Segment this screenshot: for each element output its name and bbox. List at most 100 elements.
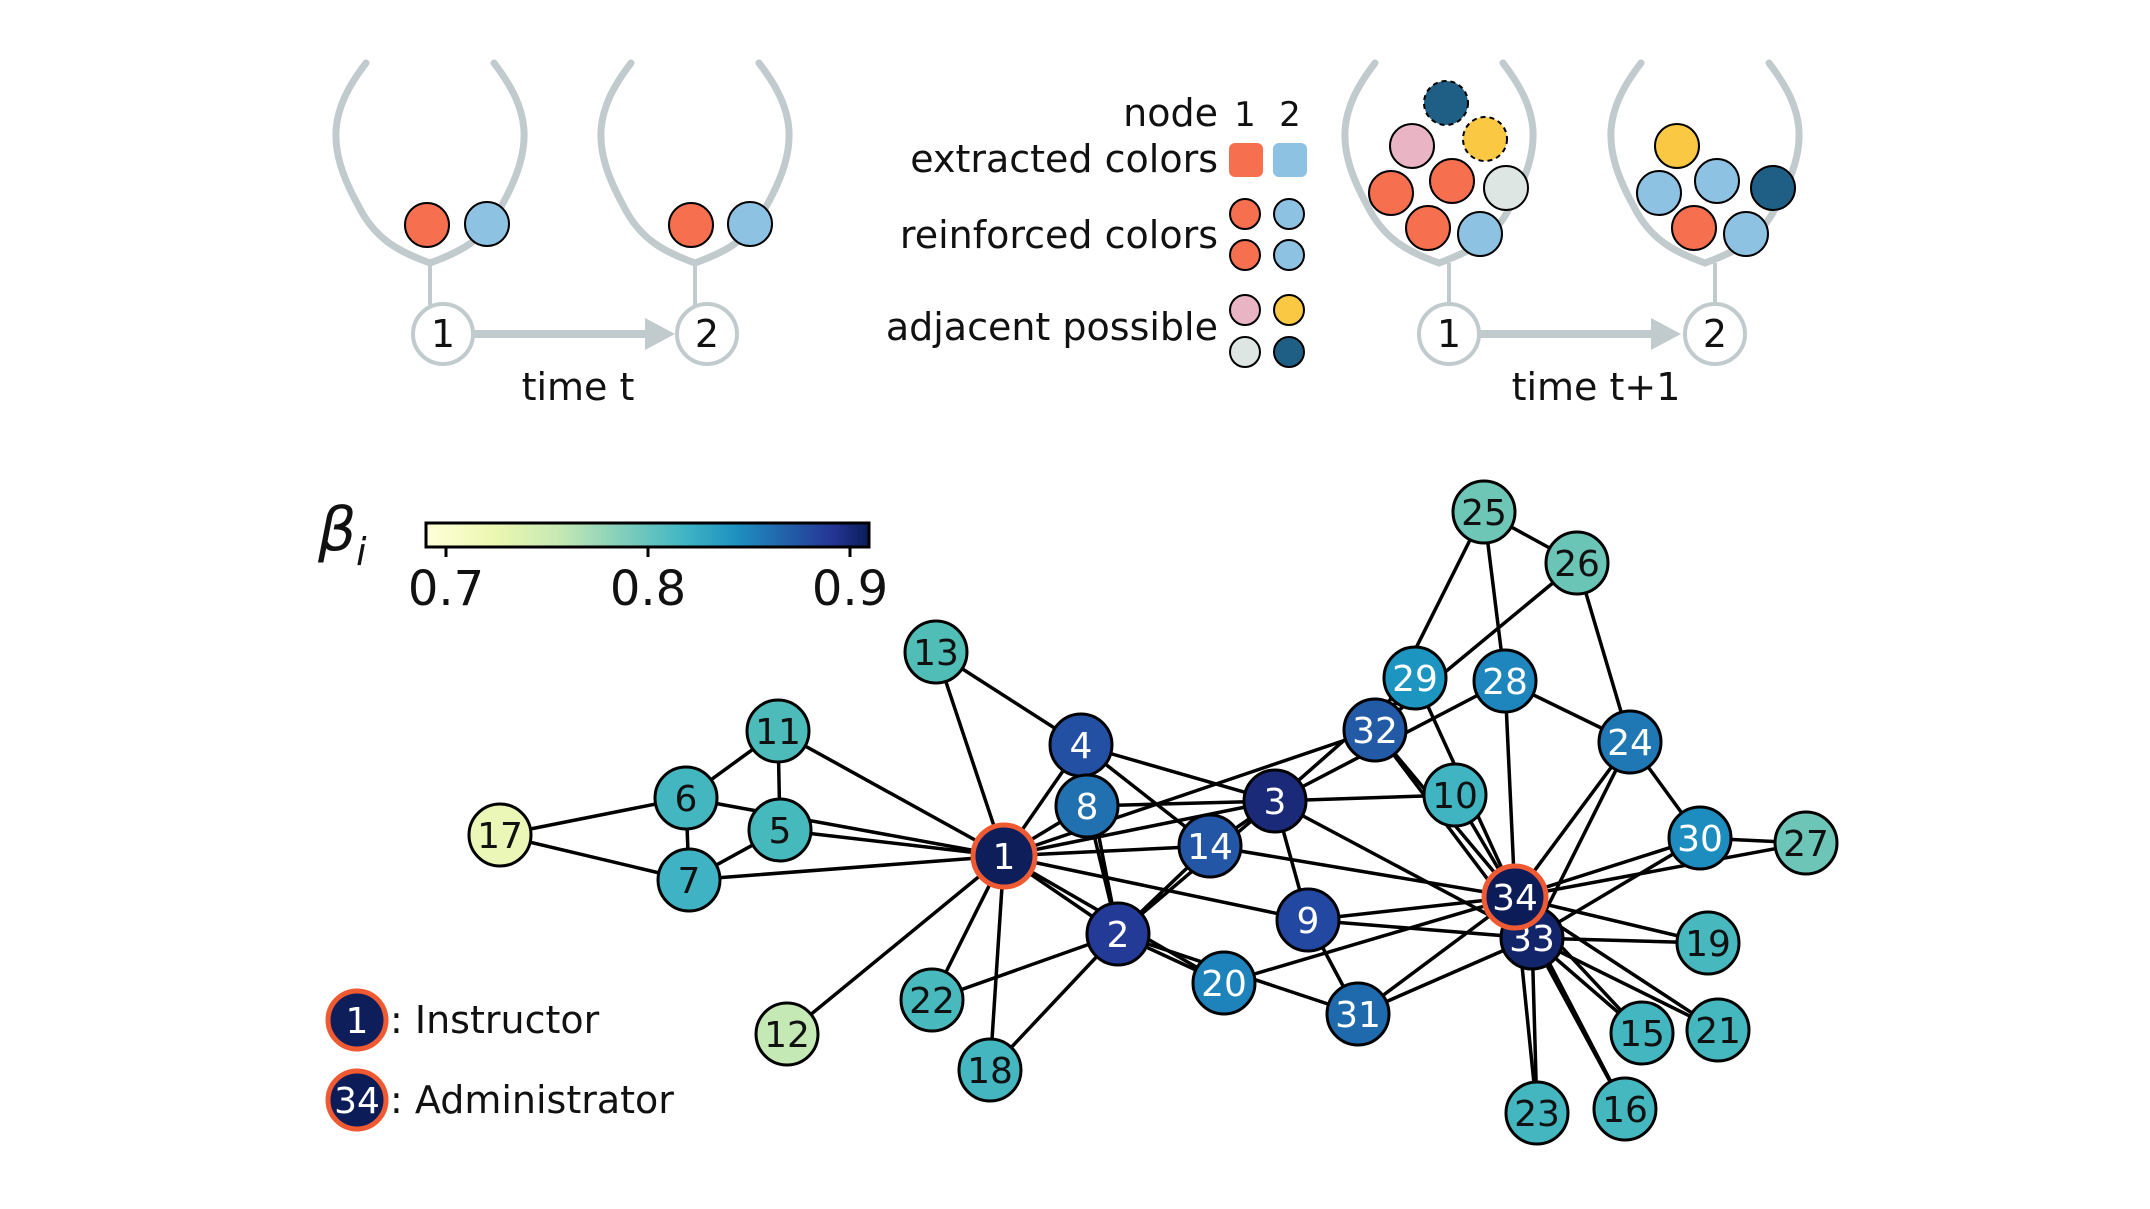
- colorbar-gradient: [424, 521, 871, 549]
- network-node-circle: [1544, 530, 1610, 596]
- network-node-label: 14: [1187, 827, 1233, 868]
- network-edge-1-32: [1003, 728, 1376, 858]
- network-edge-14-34: [1209, 844, 1516, 899]
- network-edge-28-34: [1503, 680, 1517, 898]
- urn-node-2-time-t1: 2: [1607, 59, 1803, 366]
- legend-adjacent-ball: [1273, 294, 1305, 326]
- urn-node-1-time-t: 1: [332, 59, 528, 366]
- legend-adjacent-ball: [1229, 294, 1261, 326]
- network-node-label: 21: [1695, 1011, 1741, 1052]
- colorbar-tick: 0.7: [408, 561, 484, 617]
- network-node-21: 21: [1685, 997, 1751, 1063]
- network-edge-9-34: [1307, 895, 1516, 922]
- network-edge-1-6: [685, 796, 1005, 858]
- colorbar: β i 0.7 0.8 0.9: [317, 495, 888, 617]
- network-node-circle: [1675, 910, 1741, 976]
- network-node-label: 2: [1107, 915, 1130, 956]
- urn-node-label: 1: [431, 312, 455, 356]
- colorbar-symbol: β: [317, 495, 356, 565]
- network-node-label: 25: [1461, 493, 1507, 534]
- urn-node-label: 2: [695, 312, 719, 356]
- network-node-label: 23: [1514, 1094, 1560, 1135]
- network-node-label: 27: [1783, 824, 1829, 865]
- instructor-legend-node-label: 1: [346, 1001, 369, 1042]
- network-node-6: 6: [653, 765, 719, 831]
- network-node-label: 10: [1432, 776, 1478, 817]
- network-node-34: 34: [1481, 863, 1549, 931]
- network-edge-30-33: [1531, 836, 1701, 940]
- ball-light-blue: [727, 201, 773, 247]
- network-node-label: 16: [1602, 1090, 1648, 1131]
- network-edge-1-13: [934, 651, 1006, 857]
- network-node-circle: [656, 847, 722, 913]
- network-node-label: 13: [913, 633, 959, 674]
- network-node-circle: [899, 967, 965, 1033]
- ball-pale-gray: [1483, 165, 1529, 211]
- arrow-time-t: [473, 318, 675, 350]
- network-edge-1-5: [779, 828, 1005, 858]
- network-edge-1-9: [1003, 854, 1309, 922]
- urn-node-label: 2: [1703, 312, 1727, 356]
- network-node-circle: [1609, 1000, 1675, 1066]
- network-node-circle: [1382, 645, 1448, 711]
- urn-icon: [1341, 59, 1537, 267]
- network-edge-1-3: [1003, 799, 1276, 858]
- ball-orange: [1405, 205, 1451, 251]
- colorbar-tick: 0.8: [610, 561, 686, 617]
- network-node-circle: [1325, 981, 1391, 1047]
- urn-node-1-time-t1: 1: [1341, 59, 1537, 366]
- network-node-18: 18: [957, 1037, 1023, 1103]
- time-t-label: time t: [522, 365, 635, 409]
- top-panel: 1 2 time t node 1 2 extracted colors rei…: [332, 59, 1803, 409]
- network-node-32: 32: [1342, 697, 1408, 763]
- network-node-circle: [970, 822, 1038, 890]
- time-t1-label: time t+1: [1512, 365, 1681, 409]
- network-nodes: 1234567891011121314151617181920212223242…: [467, 479, 1839, 1146]
- admin-legend-label: : Administrator: [390, 1078, 674, 1122]
- legend-adjacent-label: adjacent possible: [886, 305, 1218, 349]
- network-node-label: 15: [1619, 1014, 1665, 1055]
- network-node-26: 26: [1544, 530, 1610, 596]
- network-node-label: 34: [1492, 878, 1538, 919]
- legend-reinforced-ball: [1273, 239, 1305, 271]
- network-node-circle: [653, 765, 719, 831]
- network-edge-1-14: [1003, 844, 1211, 858]
- legend-reinforced-ball: [1229, 239, 1261, 271]
- network-node-label: 17: [477, 816, 523, 857]
- ball-orange: [404, 202, 450, 248]
- network-node-20: 20: [1191, 950, 1257, 1016]
- instructor-legend-node: [325, 988, 389, 1052]
- network-node-27: 27: [1773, 810, 1839, 876]
- network-node-circle: [1191, 950, 1257, 1016]
- ball-light-blue: [1636, 170, 1682, 216]
- network-edge-1-12: [785, 854, 1006, 1036]
- network-node-label: 7: [678, 861, 701, 902]
- network-edge-20-34: [1223, 895, 1516, 985]
- role-legend: 1 : Instructor 34 : Administrator: [325, 988, 674, 1132]
- legend-adjacent-ball: [1229, 336, 1261, 368]
- ball-orange: [1671, 205, 1717, 251]
- network-node-12: 12: [754, 1001, 820, 1067]
- network-edge-3-4: [1080, 743, 1276, 803]
- network-node-circle: [957, 1037, 1023, 1103]
- urn-node-circle: [675, 302, 739, 366]
- network-edge-24-33: [1530, 741, 1632, 939]
- network-edge-1-18: [988, 855, 1006, 1071]
- network-node-circle: [1685, 997, 1751, 1063]
- network-node-2: 2: [1085, 901, 1151, 967]
- network-node-label: 9: [1297, 901, 1320, 942]
- ball-orange: [1368, 170, 1414, 216]
- colorbar-tick: 0.9: [812, 561, 888, 617]
- colorbar-subscript: i: [356, 530, 367, 574]
- network-node-circle: [1342, 697, 1408, 763]
- network-node-5: 5: [747, 797, 813, 863]
- network-edge-9-33: [1307, 918, 1533, 940]
- network-node-circle: [1773, 810, 1839, 876]
- network-edge-1-7: [688, 854, 1005, 882]
- network-node-label: 6: [675, 779, 698, 820]
- network-node-circle: [1504, 1080, 1570, 1146]
- urn-legend: node 1 2 extracted colors reinforced col…: [886, 91, 1307, 368]
- network-node-label: 3: [1264, 782, 1287, 823]
- ball-light-blue: [1723, 211, 1769, 257]
- network-node-circle: [1177, 813, 1243, 879]
